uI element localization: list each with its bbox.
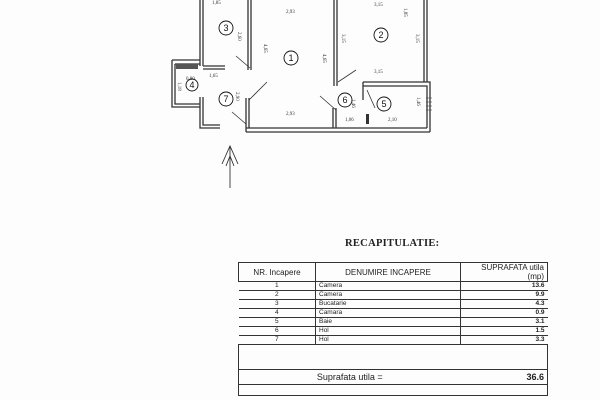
room-nr: 2: [238, 290, 316, 300]
room-name: Hol: [315, 326, 461, 336]
svg-text:2,60: 2,60: [236, 32, 241, 41]
room-number: 5: [381, 99, 386, 109]
recap-title: RECAPITULATIE:: [345, 238, 440, 249]
floor-plan: 1 2 3 4 5 6 7 1,85 2,93 3,15 2,60 4,65 3…: [171, 0, 432, 188]
svg-text:2,10: 2,10: [388, 118, 397, 123]
svg-text:1,65: 1,65: [209, 74, 218, 79]
svg-text:1,46: 1,46: [415, 97, 420, 106]
room-nr: 5: [238, 317, 316, 327]
room-number: 3: [223, 23, 228, 33]
room-labels: [185, 20, 392, 112]
room-nr: 3: [238, 299, 316, 309]
room-nr: 6: [238, 326, 316, 336]
header-nr: NR. Incapere: [238, 262, 316, 282]
room-number: 1: [288, 53, 293, 63]
table-row: [238, 384, 548, 396]
room-area: 13.6: [460, 281, 548, 291]
svg-text:0,80: 0,80: [186, 77, 195, 82]
room-area: 1.5: [460, 326, 548, 336]
room-number: 6: [342, 95, 347, 105]
svg-text:4,65: 4,65: [321, 54, 326, 63]
svg-text:1,06: 1,06: [345, 118, 354, 123]
svg-text:3,15: 3,15: [374, 3, 383, 8]
svg-text:3,15: 3,15: [414, 34, 419, 43]
svg-text:1,85: 1,85: [402, 8, 407, 17]
room-name: Bucatarie: [315, 299, 461, 309]
room-nr: 7: [238, 335, 316, 345]
svg-text:3,15: 3,15: [374, 70, 383, 75]
header-name: DENUMIRE INCAPERE: [315, 262, 461, 282]
room-area: 0.9: [460, 308, 548, 318]
blank-row: [238, 344, 548, 370]
svg-text:2,93: 2,93: [286, 112, 295, 117]
header-area: SUPRAFATA utila (mp): [460, 262, 548, 282]
room-number: 4: [189, 80, 194, 90]
room-area: 4.3: [460, 299, 548, 309]
room-name: Camera: [315, 281, 461, 291]
svg-text:1,85: 1,85: [212, 1, 221, 6]
room-name: Camara: [315, 308, 461, 318]
entrance-arrow-icon: [221, 144, 239, 188]
room-area: 9.9: [460, 290, 548, 300]
room-area: 3.3: [460, 335, 548, 345]
room-number: 7: [223, 94, 228, 104]
svg-text:2,90: 2,90: [234, 92, 239, 101]
svg-text:1,18: 1,18: [176, 82, 181, 91]
svg-text:2,93: 2,93: [286, 10, 295, 15]
svg-text:1,46: 1,46: [350, 99, 355, 108]
total-label: Suprafata utila =: [238, 369, 461, 385]
room-nr: 1: [238, 281, 316, 291]
room-name: Hol: [315, 335, 461, 345]
recap-table: NR. Incapere DENUMIRE INCAPERE SUPRAFATA…: [238, 262, 548, 396]
svg-text:4,65: 4,65: [262, 44, 267, 53]
room-number: 2: [378, 30, 383, 40]
total-value: 36.6: [460, 369, 548, 385]
svg-text:3,15: 3,15: [340, 34, 345, 43]
room-nr: 4: [238, 308, 316, 318]
room-name: Baie: [315, 317, 461, 327]
room-name: Camera: [315, 290, 461, 300]
room-area: 3.1: [460, 317, 548, 327]
dimensions: 1,85 2,93 3,15 2,60 4,65 3,15 3,15 4,65 …: [176, 1, 420, 123]
